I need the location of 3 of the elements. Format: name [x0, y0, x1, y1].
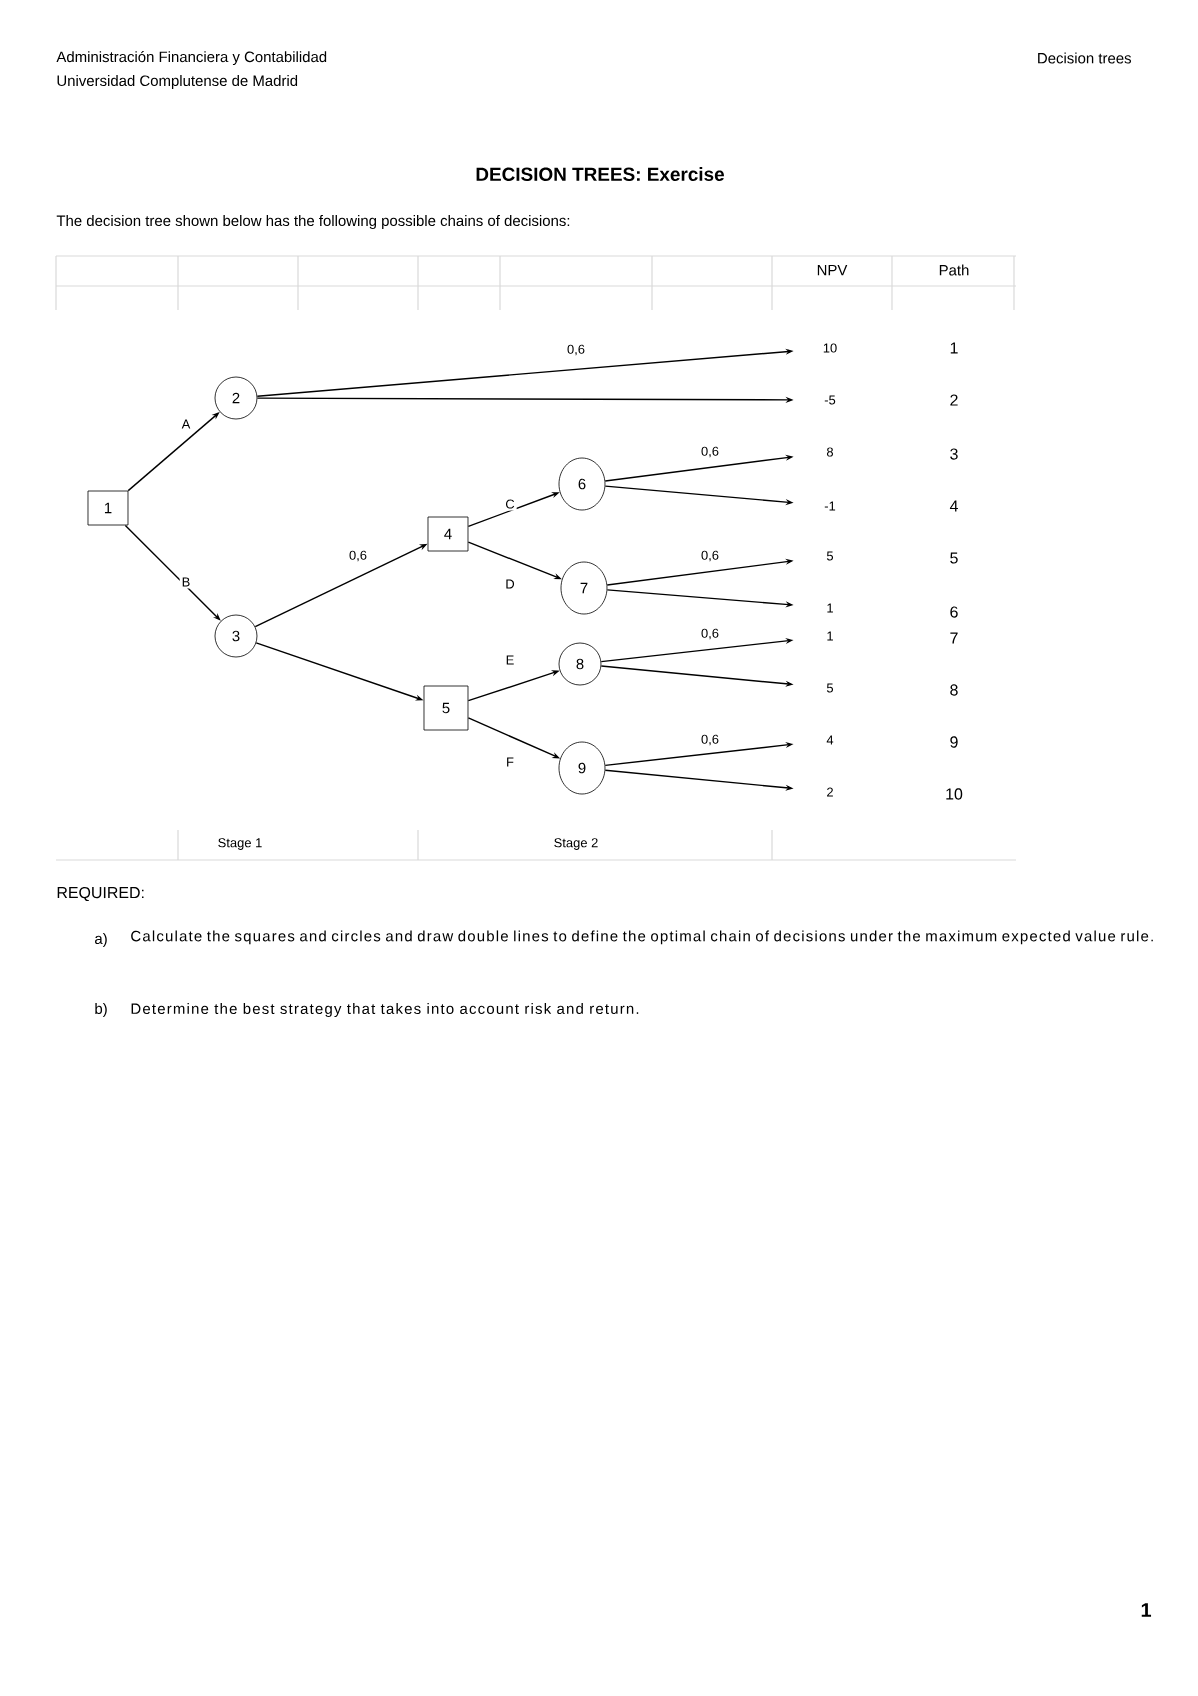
arrow — [124, 524, 221, 621]
title: DECISION TREES: Exercise — [476, 167, 724, 181]
page-number: 1 — [1141, 1603, 1152, 1617]
